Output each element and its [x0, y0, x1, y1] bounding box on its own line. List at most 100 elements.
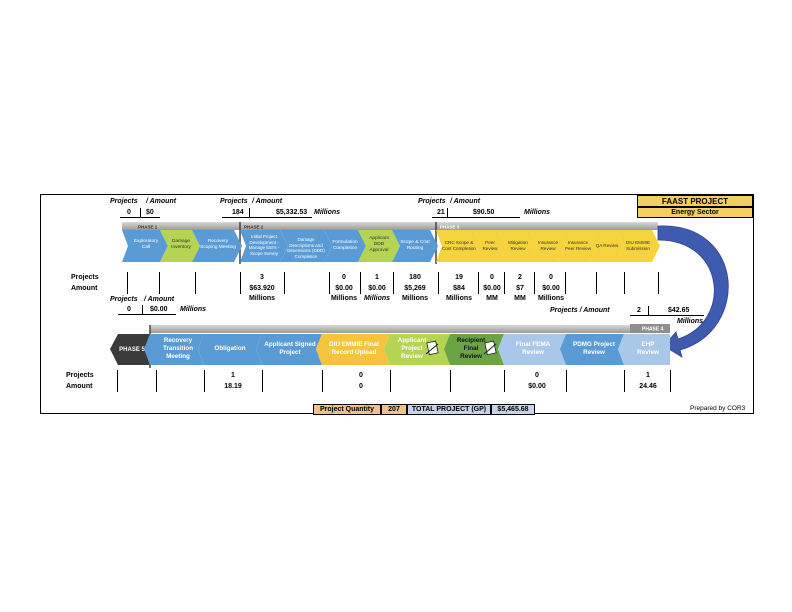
row1-sep — [329, 272, 330, 294]
row1-v1-unit: Millions — [248, 295, 276, 302]
step-ddd-completion: Damage Descriptions and Dimensions (DDD)… — [287, 237, 325, 259]
mid-right-projects: 2 — [637, 307, 641, 314]
step-diu-emmie: DIU EMMIE Submission — [625, 240, 651, 251]
row1-v1-projects: 3 — [260, 274, 264, 281]
step-formulation: Formulation Completion — [332, 240, 358, 251]
top-g3-unit: Millions — [524, 209, 551, 216]
phase2-band — [240, 222, 436, 230]
chevron-mitigation — [498, 230, 538, 262]
step-pdmg-review: PDMG Project Review — [573, 341, 615, 356]
row1-sep — [240, 272, 241, 294]
row1-v8-amount: $0.00 — [542, 285, 560, 292]
chevron-formulation — [324, 230, 366, 262]
step-recovery-scoping: Recovery Scoping Meeting — [200, 239, 236, 250]
step-mitigation: Mitigation Review — [508, 240, 528, 251]
mid-left-projects-label: Projects — [110, 296, 138, 303]
mid-right-underline — [630, 315, 704, 316]
row2-sep — [624, 370, 625, 392]
row1-v5-projects: 19 — [455, 274, 463, 281]
row1-v8-unit: Millions — [537, 295, 565, 302]
step-applicant-ddd: Applicant DDD Approval — [369, 236, 389, 253]
chevron-ddd-completion — [280, 230, 332, 262]
footer-qty-label: Project Quantity — [313, 404, 381, 415]
chevron-scope-cost-routing — [392, 230, 438, 262]
mid-left-amount: $0.00 — [150, 306, 168, 313]
row2-sep — [390, 370, 391, 392]
document-icon-recipient — [483, 340, 497, 356]
row2-v4-projects: 1 — [646, 372, 650, 379]
top-g3-projects-label: Projects — [418, 198, 446, 205]
mid-left-underline — [118, 314, 176, 315]
top-g2-underline — [222, 217, 312, 218]
step-crc-scope: CRC Scope & Cost Completion — [442, 240, 476, 251]
chevron-insurance — [530, 230, 566, 262]
step-obligation: Obligation — [214, 345, 246, 352]
top-g2-amount: $5,332.53 — [276, 209, 308, 216]
chevron-applicant-signed — [256, 334, 322, 365]
mid-left-divider — [142, 305, 143, 315]
step-recipient-final: Recipient Final Review — [456, 337, 486, 360]
top-g3-amount: $90.50 — [473, 209, 495, 216]
step-final-fema: Final FEMA Review — [515, 341, 551, 356]
row2-sep — [156, 370, 157, 392]
row2-amount-label: Amount — [66, 383, 93, 390]
row1-sep — [534, 272, 535, 294]
top-g1-amount-label: / Amount — [146, 198, 177, 205]
phase5-arrow — [110, 334, 150, 365]
footer-total-value: $5,465.68 — [491, 404, 535, 415]
step-exploratory-call: Exploratory Call — [133, 239, 159, 250]
mid-left-projects: 0 — [127, 306, 131, 313]
chevron-final-fema — [498, 334, 566, 365]
mid-right-amount: $42.65 — [668, 307, 690, 314]
top-g2-projects-label: Projects — [220, 198, 248, 205]
step-insurance: Insurance Review — [537, 240, 559, 251]
phase3-band — [436, 222, 658, 230]
row2-projects-label: Projects — [66, 372, 94, 379]
top-g3-projects: 21 — [437, 209, 445, 216]
mid-right-unit: Millions — [677, 318, 704, 325]
row1-v3-unit: Millions — [363, 295, 391, 302]
row2-sep — [262, 370, 263, 392]
top-g3-amount-label: / Amount — [450, 198, 481, 205]
row2-sep — [504, 370, 505, 392]
step-applicant-signed: Applicant Signed Project — [264, 341, 316, 356]
chevron-insurance-peer — [558, 230, 598, 262]
top-g1-projects: 0 — [127, 209, 131, 216]
row2-v4-amount: 24.46 — [639, 383, 657, 390]
chevron-obligation — [198, 334, 262, 365]
row1-v8-projects: 0 — [549, 274, 553, 281]
chevron-recovery-scoping — [192, 230, 242, 262]
phase5-label: PHASE 5 — [119, 347, 145, 353]
chevron-damage-inventory — [160, 230, 200, 262]
phase-row2-band — [150, 325, 670, 333]
chevron-ehp-review — [618, 334, 670, 365]
phase1-label: PHASE 1 — [138, 225, 158, 230]
phase4-label: PHASE 4 — [642, 327, 664, 333]
step-diu-emmie-final: DIU EMMIE Final Record Upload — [329, 341, 379, 356]
row1-amount-label: Amount — [71, 285, 98, 292]
mid-right-divider — [648, 306, 649, 316]
step-peer-review: Peer Review — [482, 240, 498, 251]
row1-v7-unit: MM — [514, 295, 526, 302]
row1-v2-unit: Millions — [330, 295, 358, 302]
row1-projects-label: Projects — [71, 274, 99, 281]
phase1-band — [122, 222, 240, 230]
row1-v6-amount: $0.00 — [483, 285, 501, 292]
step-qa-review: QA Review — [595, 243, 619, 248]
mid-left-unit: Millions — [180, 306, 207, 313]
row1-sep — [360, 272, 361, 294]
chevron-diu-emmie — [616, 230, 660, 262]
phase4-band — [630, 324, 670, 333]
top-g2-unit: Millions — [314, 209, 341, 216]
row1-sep — [658, 272, 659, 294]
row1-sep — [195, 272, 196, 294]
row1-sep — [596, 272, 597, 294]
row2-v1-projects: 1 — [231, 372, 235, 379]
step-initial-project: Initial Project Development - Manage EEI… — [248, 234, 280, 256]
row1-v6-unit: MM — [486, 295, 498, 302]
row2-v2-amount: 0 — [359, 383, 363, 390]
chevron-peer-review — [474, 230, 506, 262]
top-g1-divider — [140, 208, 141, 218]
chevron-qa-review — [590, 230, 624, 262]
document-icon-applicant — [425, 340, 439, 356]
